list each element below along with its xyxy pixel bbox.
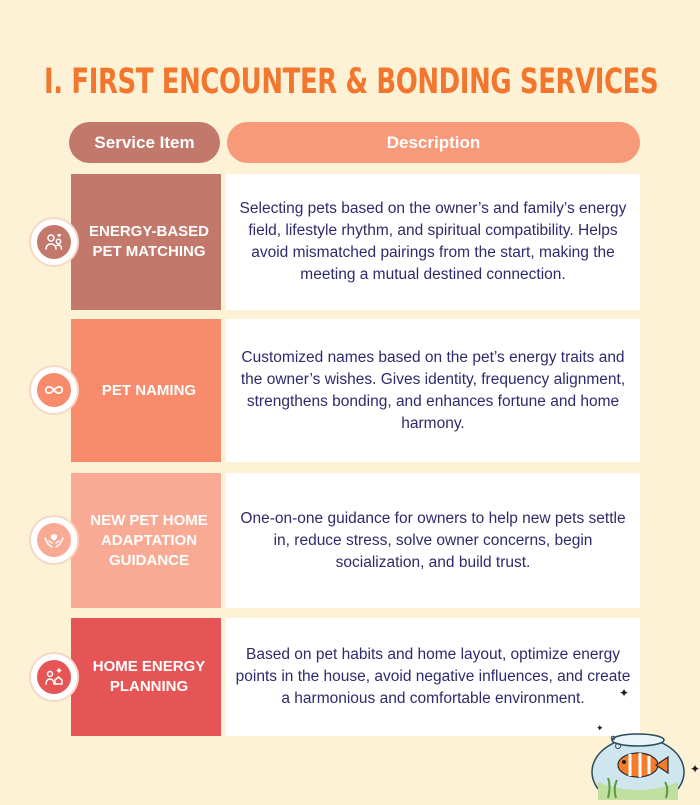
- row-icon-badge: [31, 367, 77, 413]
- service-item-home-adaptation: NEW PET HOME ADAPTATION GUIDANCE: [71, 473, 221, 608]
- sparkle-icon: ✦: [690, 762, 700, 776]
- sparkle-icon: ✦: [596, 723, 604, 733]
- row-icon-badge: [31, 219, 77, 265]
- description-home-energy: Based on pet habits and home layout, opt…: [226, 618, 640, 736]
- description-pet-naming: Customized names based on the pet’s ener…: [226, 319, 640, 462]
- header-description: Description: [227, 122, 640, 163]
- service-item-home-energy: HOME ENERGY PLANNING: [71, 618, 221, 736]
- caring-hands-icon: [37, 523, 71, 557]
- service-item-pet-naming: PET NAMING: [71, 319, 221, 462]
- service-item-energy-matching: ENERGY-BASED PET MATCHING: [71, 174, 221, 310]
- fishbowl-icon: [578, 720, 688, 805]
- pets-home-icon: [37, 660, 71, 694]
- infinity-paws-icon: [37, 373, 71, 407]
- description-home-adaptation: One-on-one guidance for owners to help n…: [226, 473, 640, 608]
- description-energy-matching: Selecting pets based on the owner’s and …: [226, 174, 640, 310]
- row-icon-badge: [31, 517, 77, 563]
- pet-bond-icon: [37, 225, 71, 259]
- sparkle-icon: ✦: [619, 686, 630, 700]
- page-title: I. FIRST ENCOUNTER & BONDING SERVICES: [44, 62, 659, 102]
- row-icon-badge: [31, 654, 77, 700]
- header-service-item: Service Item: [69, 122, 220, 163]
